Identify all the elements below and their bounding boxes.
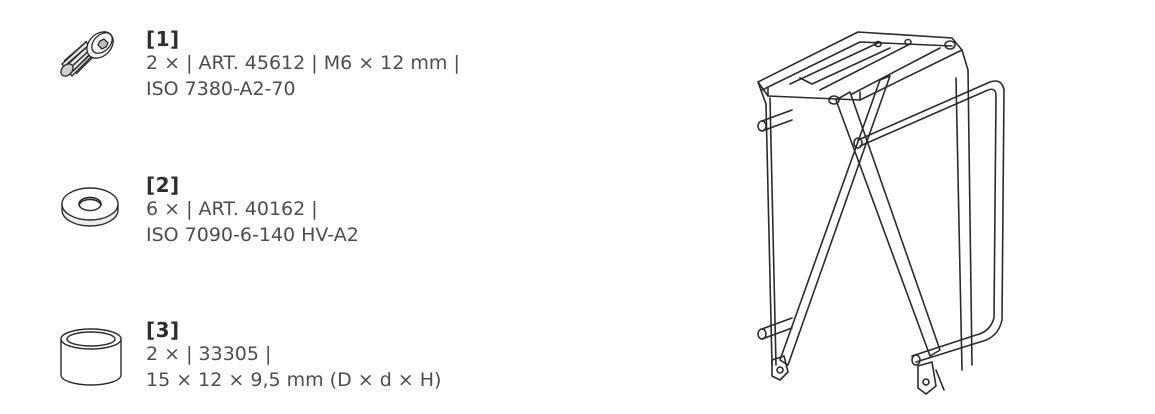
part-3-text: [3] 2 × | 33305 | 15 × 12 × 9,5 mm (D × … [146, 319, 566, 393]
part-1-line-1: 2 × | ART. 45612 | M6 × 12 mm | [146, 52, 460, 74]
spacer-sleeve-icon [56, 327, 126, 395]
part-2-ref: [2] [146, 173, 180, 197]
rear-rack-illustration [740, 20, 1020, 414]
part-3-line-1: 2 × | 33305 | [146, 343, 272, 365]
part-1-text: [1] 2 × | ART. 45612 | M6 × 12 mm | ISO … [146, 28, 566, 102]
washer-icon [56, 180, 126, 234]
part-3-line-2: 15 × 12 × 9,5 mm (D × d × H) [146, 369, 442, 391]
part-3-ref: [3] [146, 318, 180, 342]
part-2-line-2: ISO 7090-6-140 HV-A2 [146, 224, 359, 246]
part-1-ref: [1] [146, 27, 180, 51]
part-2-line-1: 6 × | ART. 40162 | [146, 198, 318, 220]
button-head-screw-icon [56, 30, 126, 90]
part-1-line-2: ISO 7380-A2-70 [146, 78, 296, 100]
part-2-text: [2] 6 × | ART. 40162 | ISO 7090-6-140 HV… [146, 174, 566, 248]
